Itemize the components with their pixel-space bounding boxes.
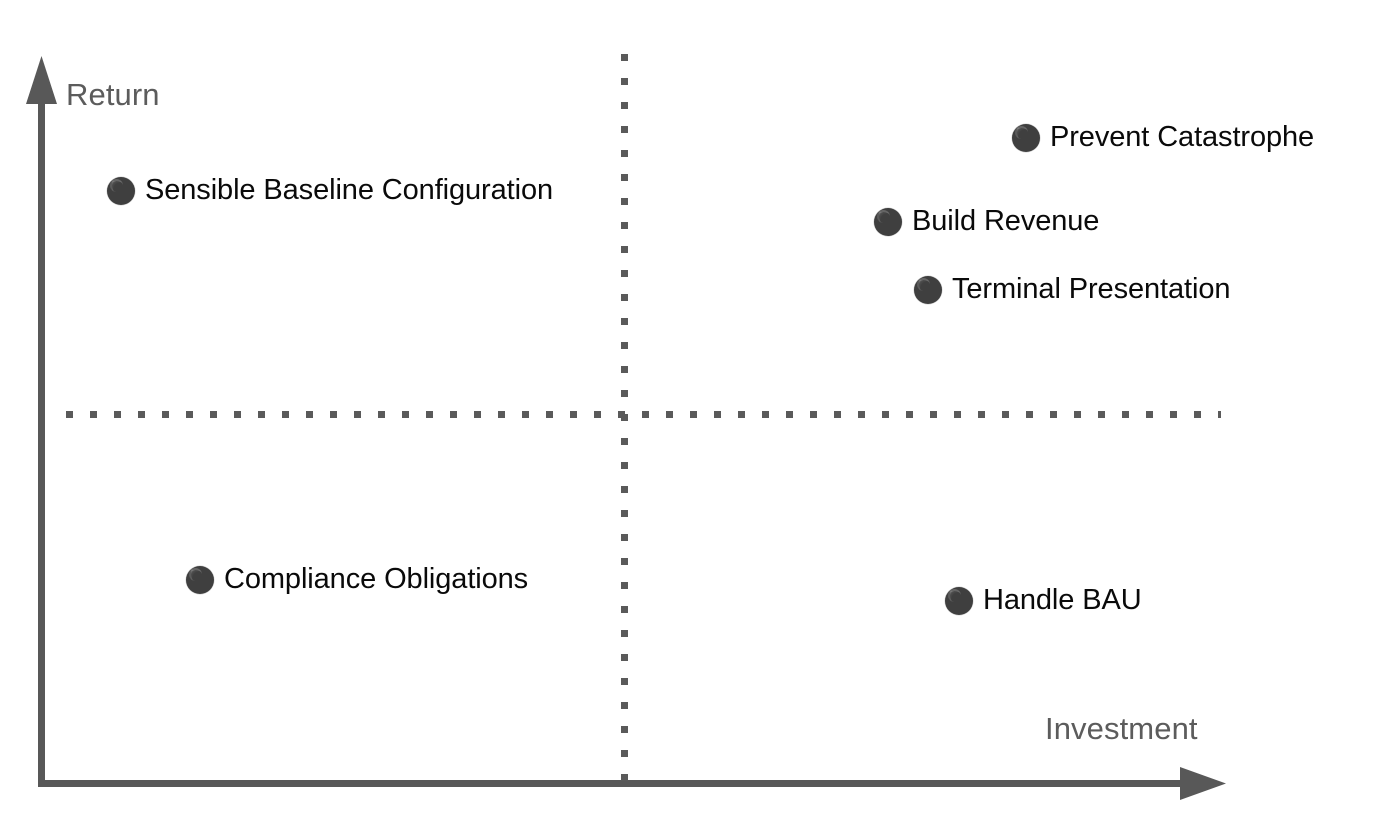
data-point-marker-icon (107, 176, 135, 205)
data-point-prevent-catastrophe[interactable]: Prevent Catastrophe (1012, 123, 1314, 152)
data-point-label: Terminal Presentation (952, 273, 1231, 305)
data-point-compliance-obligations[interactable]: Compliance Obligations (186, 565, 528, 594)
data-point-marker-icon (945, 586, 973, 615)
data-point-terminal-presentation[interactable]: Terminal Presentation (914, 275, 1230, 304)
y-axis-title: Return (66, 77, 160, 112)
data-point-sensible-baseline-configuration[interactable]: Sensible Baseline Configuration (107, 176, 553, 205)
data-point-marker-icon (186, 565, 214, 594)
data-point-marker-icon (1012, 123, 1040, 152)
data-point-label: Handle BAU (983, 584, 1142, 616)
data-point-handle-bau[interactable]: Handle BAU (945, 586, 1142, 615)
data-point-label: Prevent Catastrophe (1050, 121, 1315, 153)
data-point-build-revenue[interactable]: Build Revenue (874, 207, 1099, 236)
x-axis-arrowhead-icon (1180, 767, 1226, 800)
data-point-marker-icon (914, 275, 942, 304)
y-axis-arrowhead-icon (26, 56, 57, 104)
data-point-label: Sensible Baseline Configuration (145, 174, 553, 206)
data-point-marker-icon (874, 207, 902, 236)
x-axis-title: Investment (1045, 711, 1198, 746)
data-point-label: Compliance Obligations (224, 563, 529, 595)
data-point-label: Build Revenue (912, 205, 1100, 237)
